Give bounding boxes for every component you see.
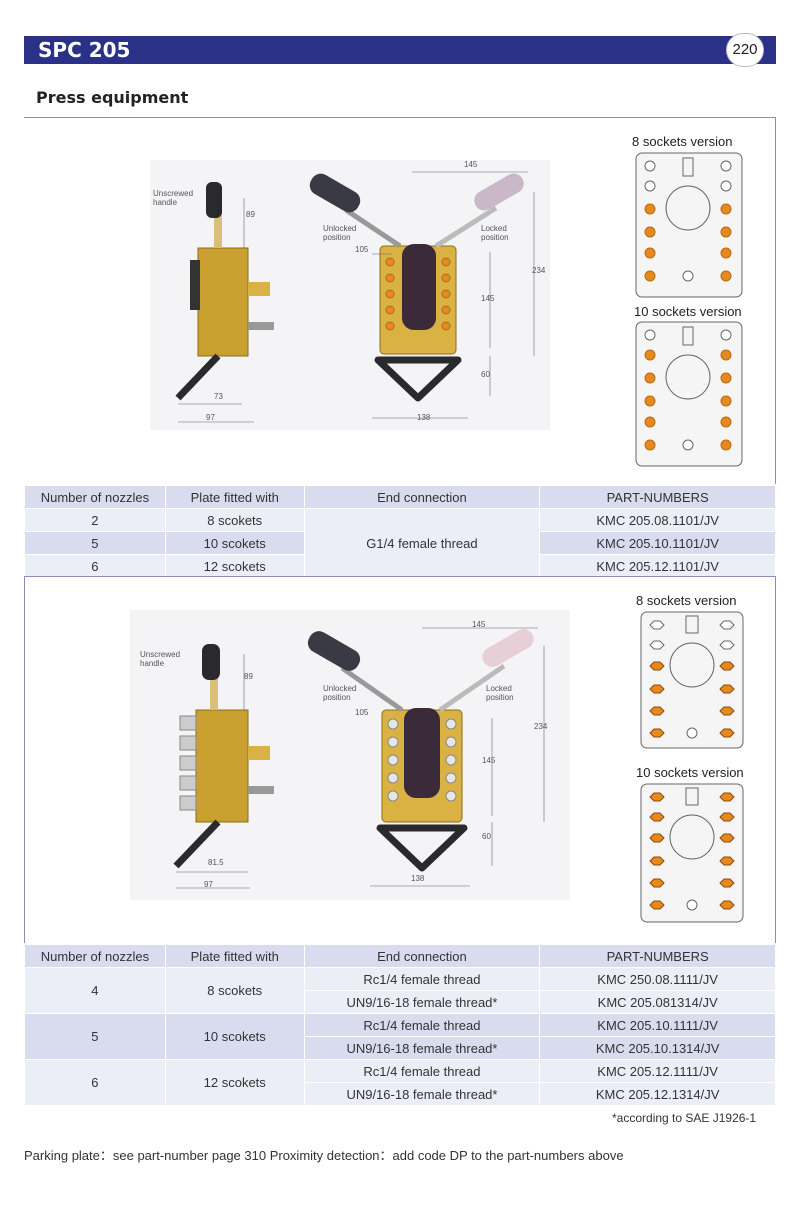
table-cell-connection: Rc1/4 female thread — [303, 1013, 541, 1037]
table-cell-connection: UN9/16-18 female thread* — [303, 1036, 541, 1060]
label-unscrewed-handle-2: Unscrewed handle — [140, 650, 181, 668]
table-header: PART-NUMBERS — [539, 485, 776, 509]
dim-73-1: 73 — [214, 392, 223, 401]
dim-97-2: 97 — [204, 880, 213, 889]
table-cell-connection: UN9/16-18 female thread* — [303, 990, 541, 1014]
table-cell-part: KMC 205.08.1101/JV — [539, 508, 776, 532]
table-cell-part: KMC 205.12.1101/JV — [539, 554, 776, 578]
table-header: Plate fitted with — [164, 944, 305, 968]
dim-105-1: 105 — [355, 245, 369, 254]
label-unscrewed-handle-1: Unscrewed handle — [153, 189, 194, 207]
dim-89-1: 89 — [246, 210, 255, 219]
dim-145-side-1: 145 — [481, 294, 495, 303]
socket-plate-10-diagram-1 — [635, 321, 743, 467]
version-label-8-sockets-2: 8 sockets version — [636, 593, 737, 608]
label-locked-position-1: Locked position — [481, 224, 509, 242]
socket-plate-10-diagram-2 — [640, 783, 744, 923]
dim-145-side-2: 145 — [482, 756, 496, 765]
parts-table-1: Number of nozzles Plate fitted with End … — [24, 485, 776, 578]
version-label-10-sockets-1: 10 sockets version — [634, 304, 742, 319]
table-cell-part: KMC 205.081314/JV — [539, 990, 776, 1014]
dim-81-5: 81.5 — [208, 858, 224, 867]
version-label-10-sockets-2: 10 sockets version — [636, 765, 744, 780]
table-cell: 2 — [24, 508, 166, 532]
press-equipment-illustration-2 — [173, 627, 545, 889]
table-header: End connection — [303, 944, 541, 968]
table-cell-connection: Rc1/4 female thread — [303, 1059, 541, 1083]
table-cell: 12 scokets — [164, 1059, 305, 1106]
table-header: PART-NUMBERS — [539, 944, 776, 968]
dim-234-1: 234 — [532, 266, 546, 275]
parts-table-2: Number of nozzles Plate fitted with End … — [24, 944, 776, 1106]
socket-plate-8-diagram-1 — [635, 152, 743, 298]
page-title: SPC 205 — [38, 38, 131, 62]
table-cell-connection: UN9/16-18 female thread* — [303, 1082, 541, 1106]
header-bar — [24, 36, 776, 64]
table-cell: 5 — [24, 531, 166, 555]
label-locked-position-2: Locked position — [486, 684, 514, 702]
footnote: *according to SAE J1926-1 — [612, 1111, 757, 1125]
footer-note: Parking plate：see part-number page 310 P… — [24, 1148, 624, 1163]
product-photo-2 — [130, 610, 570, 900]
dim-145-top-2: 145 — [472, 620, 486, 629]
table-cell: 8 scokets — [164, 967, 305, 1014]
dim-138-1: 138 — [417, 413, 431, 422]
dim-234-2: 234 — [534, 722, 548, 731]
table-cell: 10 scokets — [164, 1013, 305, 1060]
table-cell-part: KMC 205.10.1314/JV — [539, 1036, 776, 1060]
dim-138-2: 138 — [411, 874, 425, 883]
dim-60-2: 60 — [482, 832, 491, 841]
table-cell: 12 scokets — [164, 554, 305, 578]
table-cell-part: KMC 205.10.1111/JV — [539, 1013, 776, 1037]
table-header: Number of nozzles — [24, 485, 166, 509]
table-cell: 8 scokets — [164, 508, 305, 532]
product-panel-2 — [24, 576, 776, 943]
dim-105-2: 105 — [355, 708, 369, 717]
press-equipment-illustration-1 — [175, 171, 535, 423]
version-label-8-sockets-1: 8 sockets version — [632, 134, 733, 149]
label-unlocked-position-2: Unlocked position — [323, 684, 357, 702]
table-cell-part: KMC 205.10.1101/JV — [539, 531, 776, 555]
table-cell: 5 — [24, 1013, 166, 1060]
table-cell-part: KMC 205.12.1314/JV — [539, 1082, 776, 1106]
label-unlocked-position-1: Unlocked position — [323, 224, 357, 242]
dim-145-top-1: 145 — [464, 160, 478, 169]
socket-plate-8-diagram-2 — [640, 611, 744, 749]
table-cell: 6 — [24, 554, 166, 578]
table-cell-connection: Rc1/4 female thread — [303, 967, 541, 991]
table-header: Plate fitted with — [164, 485, 305, 509]
dim-97-1: 97 — [206, 413, 215, 422]
table-header: End connection — [303, 485, 541, 509]
page-number-badge: 220 — [726, 33, 764, 67]
product-panel-1 — [24, 117, 776, 484]
table-cell: 6 — [24, 1059, 166, 1106]
dim-89-2: 89 — [244, 672, 253, 681]
product-photo-1 — [150, 160, 550, 430]
table-cell-part: KMC 205.12.1111/JV — [539, 1059, 776, 1083]
table-cell: 4 — [24, 967, 166, 1014]
dim-60-1: 60 — [481, 370, 490, 379]
section-title: Press equipment — [36, 88, 189, 107]
table-cell-connection: G1/4 female thread — [303, 508, 541, 578]
table-cell-part: KMC 250.08.1111/JV — [539, 967, 776, 991]
table-header: Number of nozzles — [24, 944, 166, 968]
table-cell: 10 scokets — [164, 531, 305, 555]
